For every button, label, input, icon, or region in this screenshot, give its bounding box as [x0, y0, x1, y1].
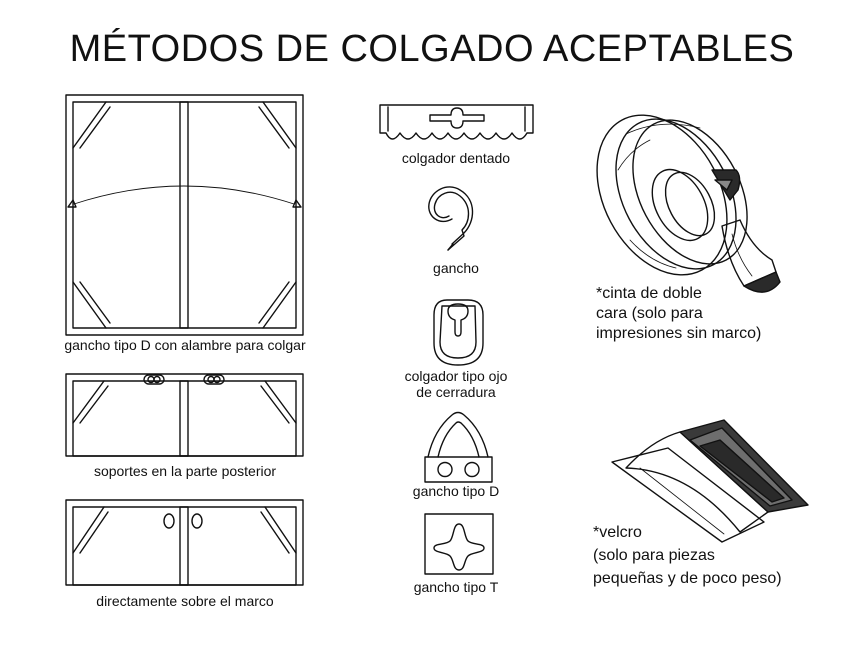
label-hook: gancho	[433, 260, 479, 276]
label-t-hook: gancho tipo T	[413, 579, 499, 595]
label-keyhole-line2: de cerradura	[416, 384, 496, 400]
label-d-hook-wire: gancho tipo D con alambre para colgar	[64, 337, 306, 353]
keyhole-hanger-icon	[433, 299, 484, 366]
label-velcro-line3: pequeñas y de poco peso)	[593, 570, 782, 587]
label-d-ring-hook: gancho tipo D	[412, 483, 500, 499]
label-sawtooth-hanger: colgador dentado	[401, 150, 511, 166]
velcro-icon	[611, 419, 809, 543]
label-keyhole-line1: colgador tipo ojo	[404, 368, 508, 384]
sawtooth-hanger-icon	[379, 104, 534, 140]
label-tape-line3: impresiones sin marco)	[596, 325, 762, 342]
hook-icon	[428, 186, 474, 251]
t-hook-icon	[424, 513, 494, 575]
page-title: MÉTODOS DE COLGADO ACEPTABLES	[69, 28, 795, 70]
label-back-supports: soportes en la parte posterior	[93, 463, 277, 479]
frame-back-supports-illustration	[65, 373, 304, 457]
frame-d-hook-wire-illustration	[65, 94, 304, 336]
double-sided-tape-icon	[596, 114, 781, 293]
label-tape-line2: cara (solo para	[596, 305, 703, 322]
label-tape-line1: *cinta de doble	[596, 285, 702, 302]
label-velcro-line2: (solo para piezas	[593, 547, 715, 564]
d-ring-hook-icon	[424, 411, 493, 483]
label-direct-on-frame: directamente sobre el marco	[96, 593, 274, 609]
frame-direct-illustration	[65, 499, 304, 586]
label-velcro-line1: *velcro	[593, 524, 642, 541]
